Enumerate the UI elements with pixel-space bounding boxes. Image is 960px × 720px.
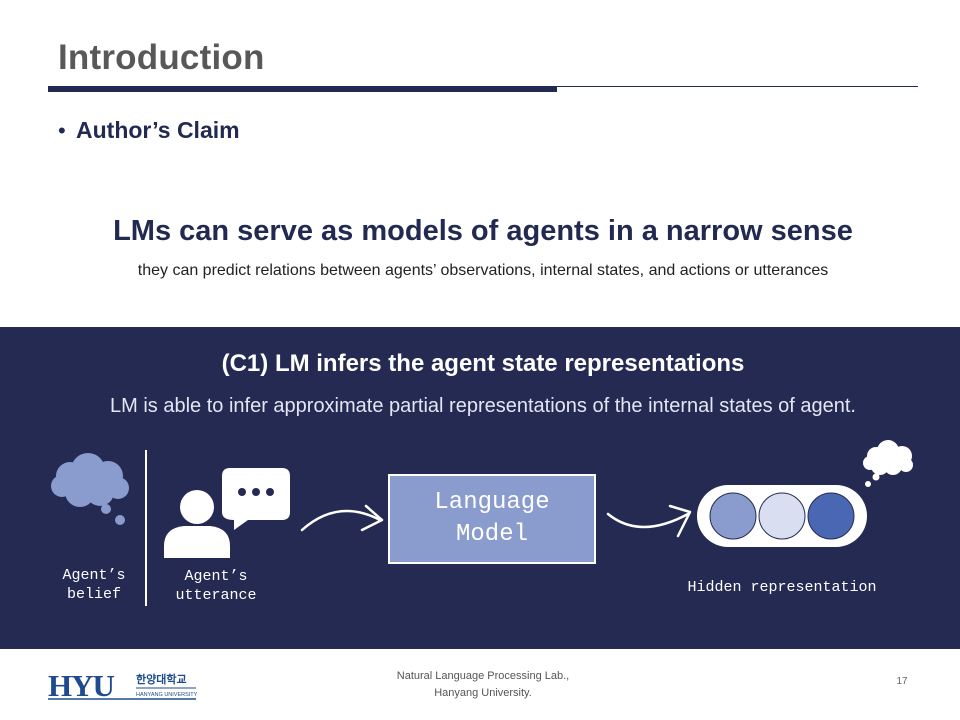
claim-panel-description: LM is able to infer approximate partial … xyxy=(110,395,856,417)
claim-panel-title: (C1) LM infers the agent state represent… xyxy=(221,350,745,377)
page-number: 17 xyxy=(896,676,908,687)
slide-title: Introduction xyxy=(58,38,265,77)
hidden-representation-vector xyxy=(697,485,867,547)
university-logo: HYU 한양대학교 HANYANG UNIVERSITY xyxy=(48,668,198,707)
agent-belief-label: Agent’s belief xyxy=(62,567,126,603)
person-speaking-icon xyxy=(164,468,290,558)
svg-text:HYU: HYU xyxy=(48,668,115,702)
bullet-marker: • xyxy=(58,118,66,143)
thought-cloud-icon xyxy=(51,453,129,525)
language-model-box: Language Model xyxy=(388,474,596,564)
claim-subline: they can predict relations between agent… xyxy=(137,262,829,279)
vertical-divider xyxy=(145,450,147,606)
agent-utterance-label: Agent’s utterance xyxy=(175,568,257,604)
title-underline-thick xyxy=(48,86,557,92)
bullet-text: Author’s Claim xyxy=(76,117,240,143)
svg-text:한양대학교: 한양대학교 xyxy=(136,672,187,686)
arrow-right-icon xyxy=(606,504,692,538)
small-thought-cloud-icon xyxy=(863,440,913,487)
claim-headline: LMs can serve as models of agents in a n… xyxy=(113,215,853,247)
footer-lab-name: Natural Language Processing Lab., Hanyan… xyxy=(396,670,570,699)
hidden-representation-label: Hidden representation xyxy=(687,579,877,596)
arrow-right-icon xyxy=(300,504,384,532)
title-underline-thin xyxy=(557,86,918,87)
svg-text:HANYANG UNIVERSITY: HANYANG UNIVERSITY xyxy=(136,692,198,698)
